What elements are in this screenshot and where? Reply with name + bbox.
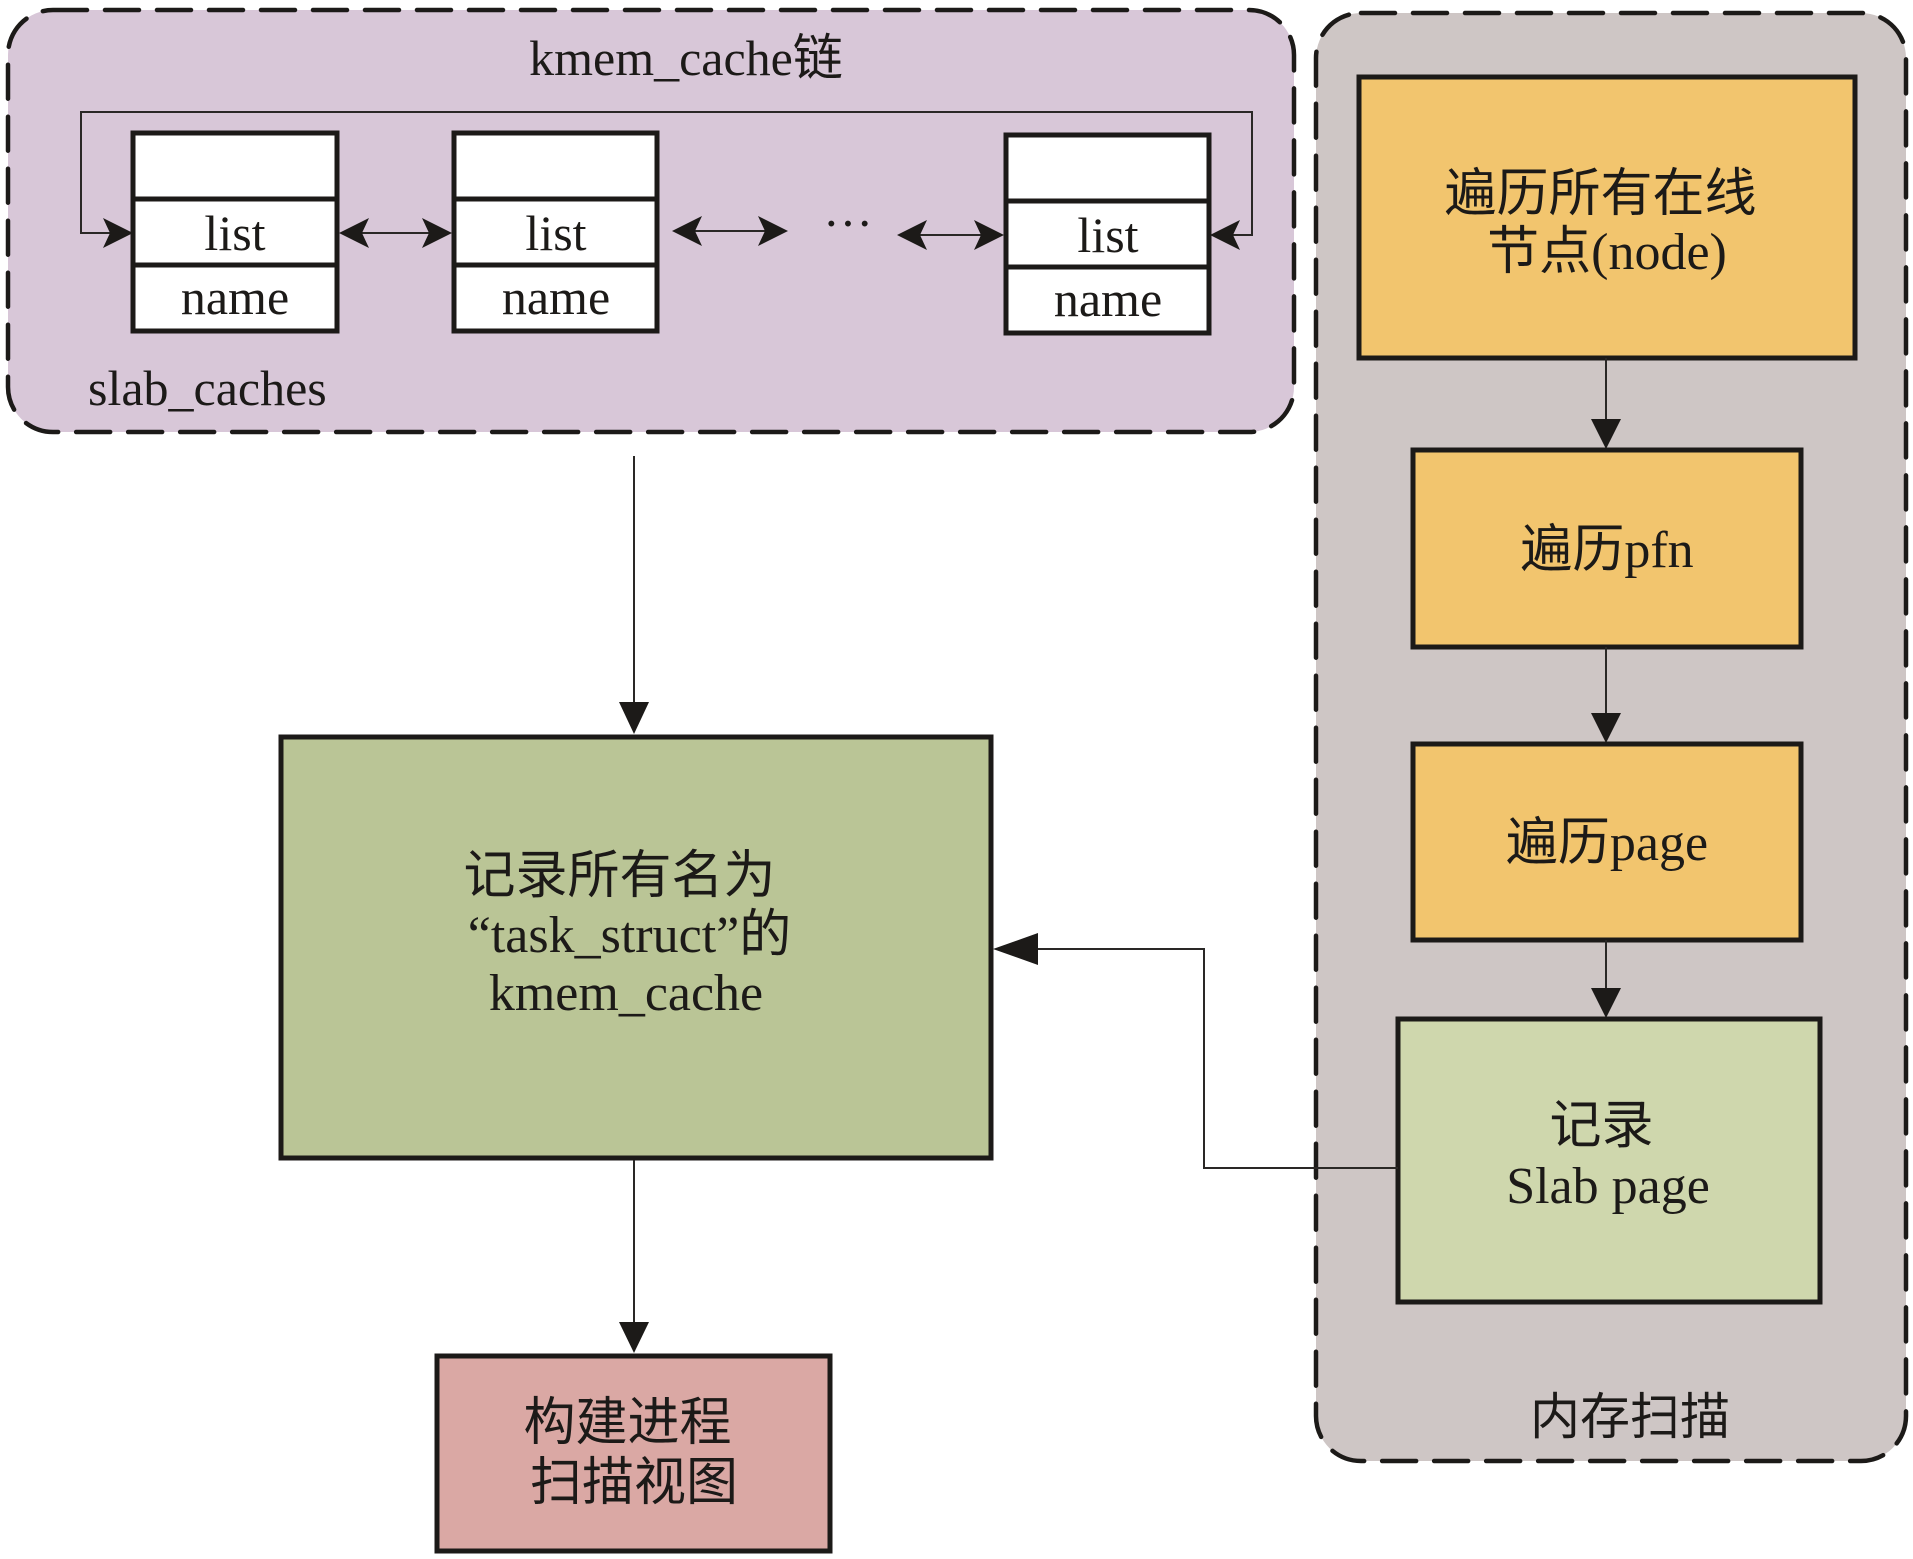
arrowhead-left bbox=[672, 216, 702, 246]
arrowhead-right bbox=[974, 220, 1004, 250]
node-list-label: list bbox=[204, 205, 265, 261]
node-header-cell bbox=[451, 130, 660, 202]
build-process-scan-view-box bbox=[434, 1353, 833, 1554]
slab-caches-label: slab_caches bbox=[88, 360, 327, 416]
node-header-cell bbox=[130, 130, 340, 202]
build-process-scan-view-text: 构建进程 扫描视图 bbox=[523, 1395, 744, 1512]
node-name-label: name bbox=[181, 269, 289, 325]
traverse-page-box bbox=[1410, 741, 1804, 943]
traverse-pfn-text: 遍历pfn bbox=[1520, 522, 1693, 579]
arrowhead-down bbox=[1591, 713, 1621, 743]
arrowhead-down bbox=[619, 702, 649, 734]
record-slab-page-text: 记录 Slab page bbox=[1506, 1098, 1710, 1215]
arrowhead-right bbox=[422, 218, 452, 248]
traverse-online-nodes-text: 遍历所有在线 节点(node) bbox=[1444, 166, 1769, 281]
chain-loop-connector bbox=[80, 111, 1253, 236]
arrowhead-down bbox=[1591, 988, 1621, 1018]
arrowhead-left bbox=[339, 218, 369, 248]
arrowhead-down bbox=[1591, 419, 1621, 449]
arrowhead-left bbox=[993, 933, 1038, 965]
arrowhead-left bbox=[897, 220, 927, 250]
loop-arrowhead-last-node bbox=[1210, 220, 1240, 250]
memory-scan-panel: 遍历所有在线 节点(node) 遍历pfn 遍历page 记录 Slab pag… bbox=[1313, 10, 1909, 1464]
slab-caches-panel: kmem_cache链 list name list name ·· bbox=[5, 7, 1297, 435]
kmem-cache-chain-title: kmem_cache链 bbox=[529, 30, 843, 86]
loop-arrowhead-first-node bbox=[103, 218, 133, 248]
kmem-cache-node: list name bbox=[1003, 132, 1212, 336]
node-name-label: name bbox=[1054, 271, 1162, 327]
node-list-label: list bbox=[525, 205, 586, 261]
record-task-struct-cache-text: 记录所有名为 “task_struct”的 kmem_cache bbox=[463, 848, 804, 1022]
arrowhead-right bbox=[758, 216, 788, 246]
kmem-cache-node: list name bbox=[130, 130, 340, 334]
memory-scan-label: 内存扫描 bbox=[1530, 1389, 1730, 1445]
arrowhead-down bbox=[619, 1322, 649, 1353]
record-slab-page-box bbox=[1395, 1016, 1823, 1305]
node-list-label: list bbox=[1077, 207, 1138, 263]
node-name-cell bbox=[1003, 264, 1212, 336]
connector-slab-page-to-record bbox=[1030, 948, 1398, 1169]
record-task-struct-cache-box bbox=[278, 734, 994, 1161]
traverse-online-nodes-box bbox=[1356, 74, 1858, 361]
kmem-cache-node: list name bbox=[451, 130, 660, 334]
node-name-cell bbox=[451, 262, 660, 334]
ellipsis: ··· bbox=[823, 195, 873, 251]
traverse-pfn-box bbox=[1410, 447, 1804, 650]
node-name-label: name bbox=[502, 269, 610, 325]
traverse-page-text: 遍历page bbox=[1506, 815, 1708, 872]
node-header-cell bbox=[1003, 132, 1212, 204]
node-name-cell bbox=[130, 262, 340, 334]
